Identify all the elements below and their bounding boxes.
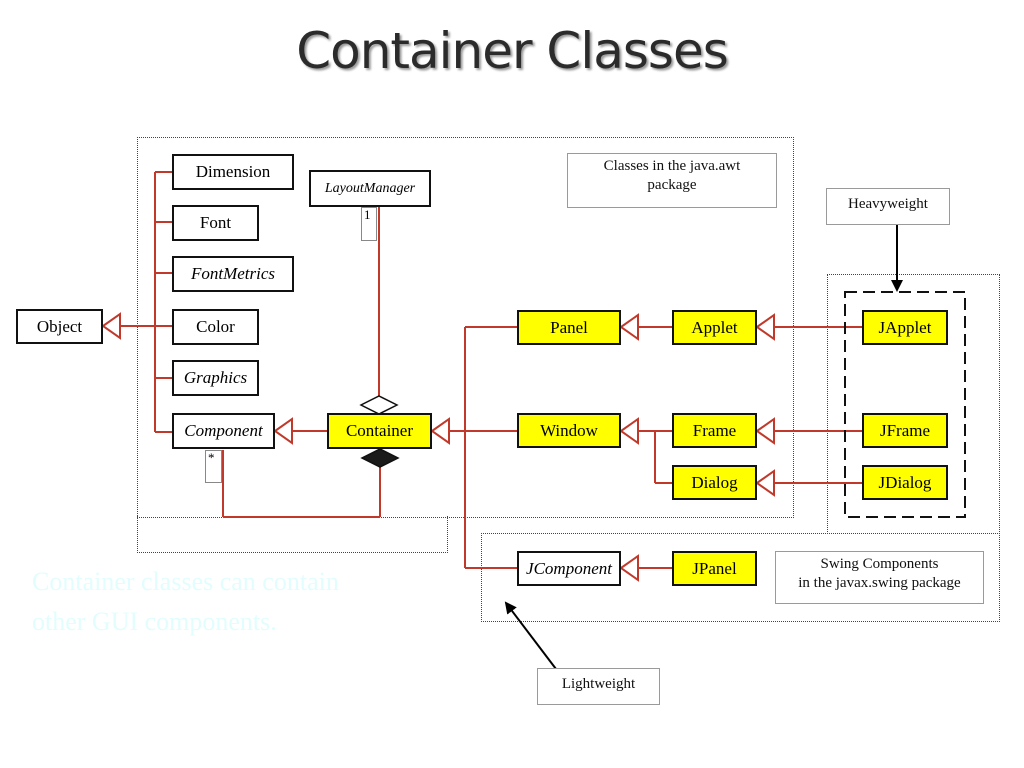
heavyweight-note: Heavyweight [826,188,950,225]
lightweight-label: Lightweight [561,676,636,692]
class-container: Container [327,413,432,449]
class-layoutmanager: LayoutManager [309,170,431,207]
heavyweight-label: Heavyweight [848,196,928,212]
layout-multiplicity: 1 [361,207,377,241]
class-fontmetrics: FontMetrics [172,256,294,292]
component-multiplicity: * [205,450,222,483]
class-jframe: JFrame [862,413,948,448]
class-jdialog: JDialog [862,465,948,500]
awt-note-line2: package [647,177,697,193]
class-dimension: Dimension [172,154,294,190]
caption-line-2: other GUI components. [32,607,277,636]
lightweight-note: Lightweight [537,668,660,705]
awt-package-note: Classes in the java.awt package [567,153,777,208]
class-graphics: Graphics [172,360,259,396]
class-frame: Frame [672,413,757,448]
slide-caption: Container classes can contain other GUI … [32,562,452,642]
swing-package-note: Swing Components in the javax.swing pack… [775,551,984,604]
class-dialog: Dialog [672,465,757,500]
class-color: Color [172,309,259,345]
class-jcomponent: JComponent [517,551,621,586]
swing-note-line1: Swing Components [820,556,939,572]
class-font: Font [172,205,259,241]
class-window: Window [517,413,621,448]
slide-title: Container Classes [296,22,729,80]
awt-package-region-lower [137,516,448,553]
class-component: Component [172,413,275,449]
caption-line-1: Container classes can contain [32,567,339,596]
class-object: Object [16,309,103,344]
class-jpanel: JPanel [672,551,757,586]
class-applet: Applet [672,310,757,345]
class-panel: Panel [517,310,621,345]
swing-note-line2: in the javax.swing package [798,575,961,591]
awt-note-line1: Classes in the java.awt [603,158,741,174]
class-japplet: JApplet [862,310,948,345]
swing-heavyweight-region [827,274,1000,534]
swing-package-region [481,533,1000,622]
